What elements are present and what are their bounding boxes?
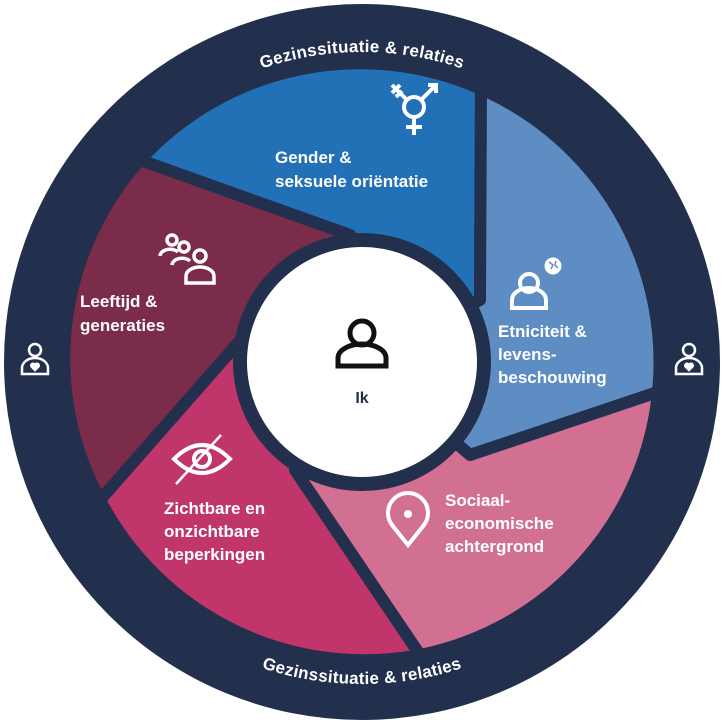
center-circle [233, 233, 491, 491]
segment-sociaal-label: Sociaal- economische achtergrond [445, 491, 558, 556]
segment-zichtbaar-label: Zichtbare en onzichtbare beperkingen [164, 499, 270, 564]
segment-leeftijd[interactable] [58, 154, 368, 506]
segment-leeftijd-label: Leeftijd & generaties [80, 292, 165, 335]
eye-slash-icon [171, 434, 233, 485]
person-heart-icon [674, 342, 704, 376]
person-heart-icon [20, 342, 50, 376]
segment-etniciteit-label: Etniciteit & levens- beschouwing [498, 322, 607, 387]
location-pin-icon [386, 491, 430, 549]
person-icon [335, 318, 389, 369]
center-label: Ik [355, 390, 368, 407]
person-globe-icon [510, 257, 562, 310]
segment-gender-label: Gender & seksuele oriëntatie [275, 148, 428, 191]
transgender-symbol-icon [390, 83, 438, 135]
group-people-icon [158, 233, 216, 285]
